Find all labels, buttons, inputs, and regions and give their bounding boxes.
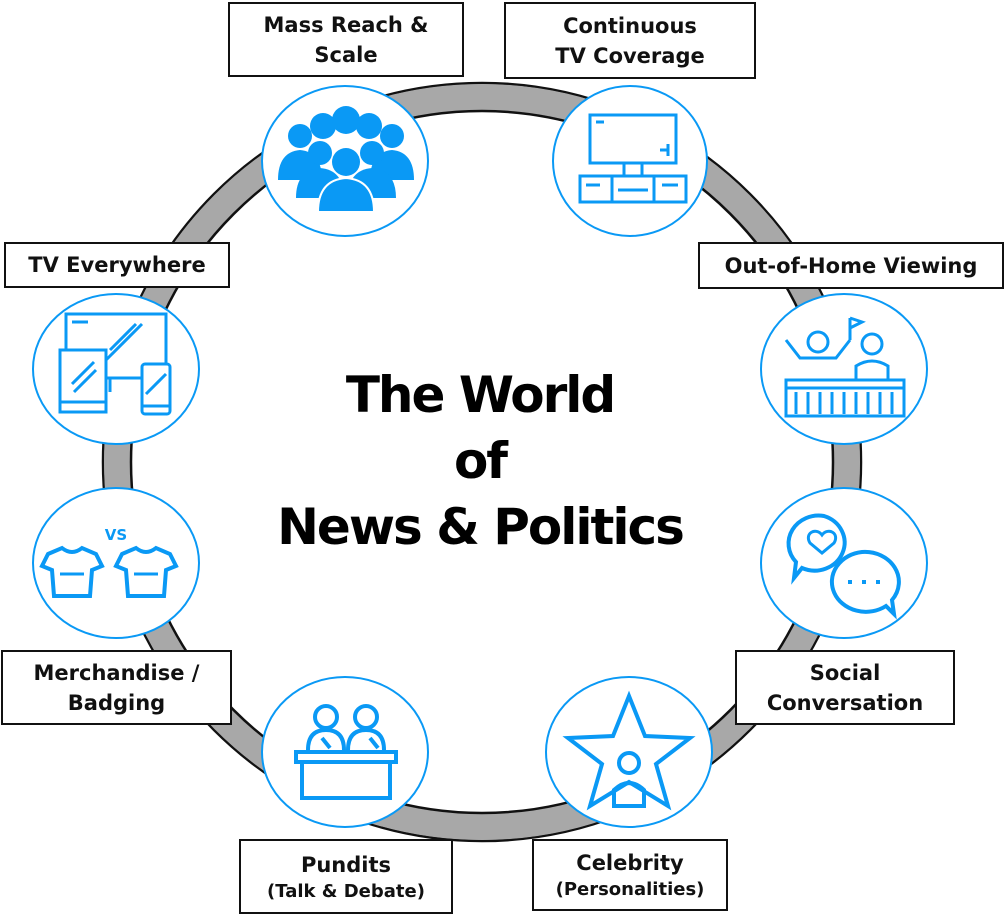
title-line-1: The World	[345, 366, 616, 424]
label-out-of-home: Out-of-Home Viewing	[698, 242, 1004, 289]
ring-outer-edge	[101, 81, 863, 843]
label-tv-everywhere: TV Everywhere	[4, 242, 230, 288]
label-line: TV Coverage	[555, 43, 705, 68]
crowd-icon	[278, 106, 414, 213]
label-line: Pundits	[300, 852, 392, 877]
node-circle-social	[760, 487, 928, 639]
diagram-title: The World of News & Politics	[230, 362, 730, 560]
label-merchandise: Merchandise / Badging	[1, 650, 232, 725]
ring-band	[104, 84, 860, 840]
label-line: Celebrity	[576, 851, 684, 875]
stadium-fans-icon	[784, 316, 906, 418]
label-mass-reach: Mass Reach & Scale	[228, 2, 464, 77]
title-line-3: News & Politics	[277, 498, 685, 556]
label-line: Mass Reach &	[263, 12, 429, 37]
title-line-2: of	[453, 432, 508, 490]
label-line: Merchandise /	[33, 660, 200, 685]
ring-inner-edge	[129, 109, 835, 815]
label-line: TV Everywhere	[28, 253, 206, 277]
label-line: Out-of-Home Viewing	[724, 253, 978, 278]
label-line: Social	[809, 660, 881, 685]
node-circle-continuous-tv	[552, 85, 708, 237]
label-pundits: Pundits (Talk & Debate)	[239, 839, 453, 914]
chat-bubbles-icon	[786, 513, 901, 620]
label-celebrity: Celebrity (Personalities)	[532, 839, 728, 911]
label-line: Badging	[67, 690, 166, 715]
label-social: Social Conversation	[735, 650, 955, 725]
multi-device-icon	[58, 312, 172, 416]
node-circle-tv-everywhere	[32, 293, 200, 445]
label-line: Conversation	[766, 690, 924, 715]
node-circle-out-of-home	[760, 293, 928, 445]
tv-unit-icon	[578, 113, 688, 204]
label-line: Continuous	[563, 13, 697, 38]
label-continuous-tv: Continuous TV Coverage	[504, 2, 756, 79]
vs-text: VS	[105, 526, 127, 544]
label-line: Scale	[314, 42, 378, 67]
team-shirts-icon	[39, 545, 179, 598]
star-person-icon	[562, 690, 696, 811]
label-subline: (Personalities)	[555, 879, 705, 900]
label-subline: (Talk & Debate)	[267, 880, 425, 902]
debate-desk-icon	[294, 704, 398, 800]
